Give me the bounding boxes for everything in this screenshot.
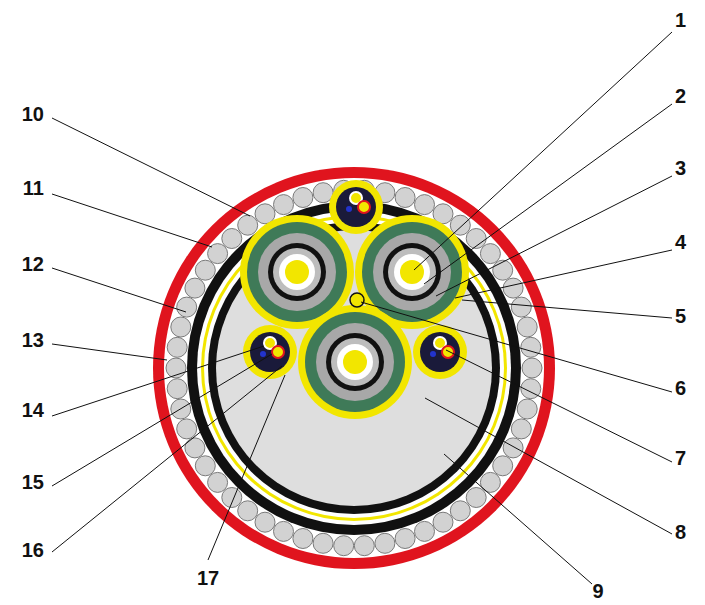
armour-wire bbox=[511, 419, 531, 439]
armour-wire bbox=[334, 536, 354, 556]
armour-wire bbox=[450, 215, 470, 235]
armour-wire bbox=[503, 278, 523, 298]
armour-wire bbox=[293, 188, 313, 208]
outer-sheath bbox=[153, 167, 555, 569]
armour-wire bbox=[511, 297, 531, 317]
callout-number: 3 bbox=[675, 158, 686, 178]
armour-wire bbox=[255, 512, 275, 532]
callout-number: 15 bbox=[22, 472, 44, 492]
armour-wire bbox=[313, 533, 333, 553]
armour-wire bbox=[480, 472, 500, 492]
armour-wire bbox=[195, 456, 215, 476]
armour-wire bbox=[480, 244, 500, 264]
callout-number: 9 bbox=[592, 581, 603, 601]
armour-wire bbox=[238, 501, 258, 521]
callout-number: 4 bbox=[675, 232, 686, 252]
separator bbox=[197, 211, 511, 525]
armour-wire bbox=[493, 456, 513, 476]
armour-wire bbox=[177, 419, 197, 439]
armour-wire bbox=[395, 188, 415, 208]
armour-wire bbox=[293, 529, 313, 549]
inner-sheath bbox=[187, 201, 521, 535]
armour-wire bbox=[167, 379, 187, 399]
callout-number: 12 bbox=[22, 254, 44, 274]
armour-wire bbox=[222, 488, 242, 508]
callout-number: 6 bbox=[675, 378, 686, 398]
armour-bed bbox=[164, 178, 544, 558]
armour-wire bbox=[493, 260, 513, 280]
armour-wire bbox=[517, 317, 537, 337]
callout-number: 16 bbox=[22, 540, 44, 560]
control-core bbox=[413, 325, 467, 379]
armour-wire bbox=[238, 215, 258, 235]
callout-number: 17 bbox=[197, 568, 219, 588]
callout-number: 10 bbox=[22, 104, 44, 124]
armour-wire bbox=[433, 512, 453, 532]
armour-wire bbox=[375, 533, 395, 553]
armour-wire bbox=[274, 521, 294, 541]
armour-wire bbox=[450, 501, 470, 521]
armour-wire bbox=[222, 229, 242, 249]
armour-wire bbox=[185, 278, 205, 298]
armour-wire bbox=[171, 317, 191, 337]
control-core bbox=[243, 325, 297, 379]
armour-wire bbox=[415, 521, 435, 541]
power-core bbox=[298, 305, 412, 419]
callout-number: 8 bbox=[675, 522, 686, 542]
armour-wire bbox=[177, 297, 197, 317]
armour-wires bbox=[166, 180, 542, 555]
callout-number: 2 bbox=[675, 86, 686, 106]
armour-wire bbox=[354, 536, 374, 556]
armour-wire bbox=[517, 399, 537, 419]
bedding bbox=[208, 222, 500, 514]
leader-lines bbox=[52, 32, 672, 584]
control-core bbox=[329, 180, 383, 234]
callout-number: 1 bbox=[675, 10, 686, 30]
armour-wire bbox=[195, 260, 215, 280]
callout-number: 11 bbox=[23, 178, 44, 198]
armour-wire bbox=[167, 337, 187, 357]
callout-number: 5 bbox=[675, 306, 686, 326]
centre-element bbox=[350, 293, 364, 307]
armour-wire bbox=[466, 488, 486, 508]
tape-layer bbox=[201, 215, 507, 521]
armour-wire bbox=[185, 438, 205, 458]
armour-wire bbox=[395, 529, 415, 549]
callout-number: 14 bbox=[22, 400, 44, 420]
armour-wire bbox=[208, 472, 228, 492]
armour-wire bbox=[521, 337, 541, 357]
armour-wire bbox=[415, 195, 435, 215]
callout-number: 7 bbox=[675, 448, 686, 468]
callout-number: 13 bbox=[22, 330, 44, 350]
armour-wire bbox=[274, 195, 294, 215]
armour-wire bbox=[503, 438, 523, 458]
armour-wire bbox=[522, 358, 542, 378]
